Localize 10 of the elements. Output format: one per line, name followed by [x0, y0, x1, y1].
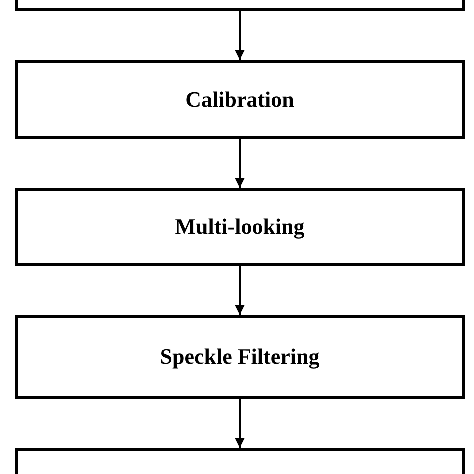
step-label: Speckle Filtering — [160, 344, 320, 370]
arrow — [235, 139, 245, 188]
step-label: Multi-looking — [175, 214, 305, 240]
process-box — [15, 315, 465, 399]
step-label: Calibration — [186, 86, 294, 112]
process-box — [15, 188, 465, 266]
arrow — [235, 399, 245, 448]
arrow — [235, 11, 245, 60]
process-box — [15, 60, 465, 139]
arrow — [235, 266, 245, 315]
